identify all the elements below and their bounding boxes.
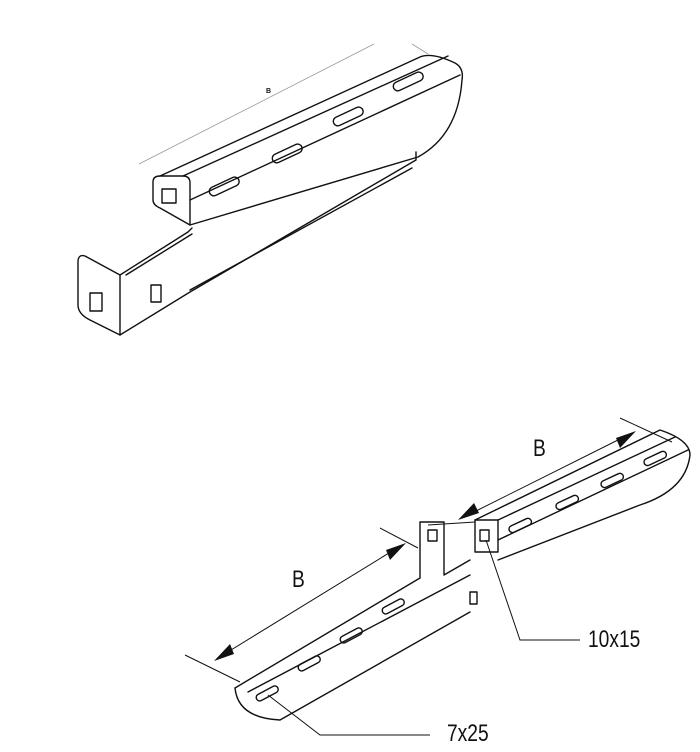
dimension-line-right	[461, 433, 631, 519]
end-plate-upper	[152, 175, 191, 226]
slot	[508, 517, 533, 534]
top-assembly	[77, 43, 464, 336]
dimension-line-left	[217, 544, 403, 659]
square-hole	[479, 529, 490, 542]
extension-line	[427, 521, 476, 526]
end-plate-lower	[77, 254, 121, 336]
leader-line-10x15	[485, 539, 580, 641]
arrow-head-icon	[458, 503, 479, 520]
left-tray-bottom	[234, 611, 471, 721]
bottom-assembly	[184, 417, 691, 736]
right-tray-edge	[497, 436, 676, 521]
callout-7x25: 7x25	[447, 720, 489, 747]
dimension-label-top: B	[266, 88, 272, 95]
dimension-line-b	[138, 43, 375, 165]
lower-bracket-body	[119, 151, 417, 336]
slot	[255, 685, 279, 702]
extension-line	[411, 43, 429, 55]
slot	[392, 71, 424, 92]
slot	[208, 176, 240, 197]
slot	[643, 450, 668, 467]
slots-bottom-right	[508, 450, 668, 534]
upper-edge	[182, 55, 449, 177]
arrow-head-icon	[214, 644, 234, 661]
square-hole	[427, 529, 438, 542]
slot	[271, 143, 303, 164]
lower-seam	[189, 167, 413, 291]
square-hole-side	[469, 591, 478, 605]
dimension-label-right: B	[533, 435, 546, 462]
lower-edge	[125, 233, 193, 276]
end-plate-right	[474, 519, 499, 553]
square-hole	[89, 292, 103, 312]
arrow-head-icon	[616, 431, 636, 448]
left-tray-edge	[234, 521, 471, 689]
upper-bracket-body	[159, 54, 464, 226]
slot	[332, 106, 364, 127]
leader-line-7x25	[267, 694, 430, 736]
slot	[600, 472, 625, 489]
slots-bottom-left	[255, 598, 405, 702]
callout-10x15: 10x15	[588, 626, 641, 653]
square-hole	[161, 188, 177, 204]
slot	[339, 627, 363, 644]
slot	[381, 598, 405, 615]
left-tray-bend	[247, 574, 471, 693]
slot	[297, 655, 321, 672]
right-tray-body	[474, 429, 691, 561]
slots-top	[208, 71, 424, 197]
square-hole-side	[150, 284, 162, 303]
extension-line	[379, 527, 419, 549]
upper-bend	[189, 74, 461, 201]
slot	[555, 494, 580, 511]
dimension-label-left: B	[292, 566, 305, 593]
extension-line	[184, 654, 241, 683]
extension-line	[619, 417, 673, 443]
arrow-head-icon	[386, 543, 406, 560]
